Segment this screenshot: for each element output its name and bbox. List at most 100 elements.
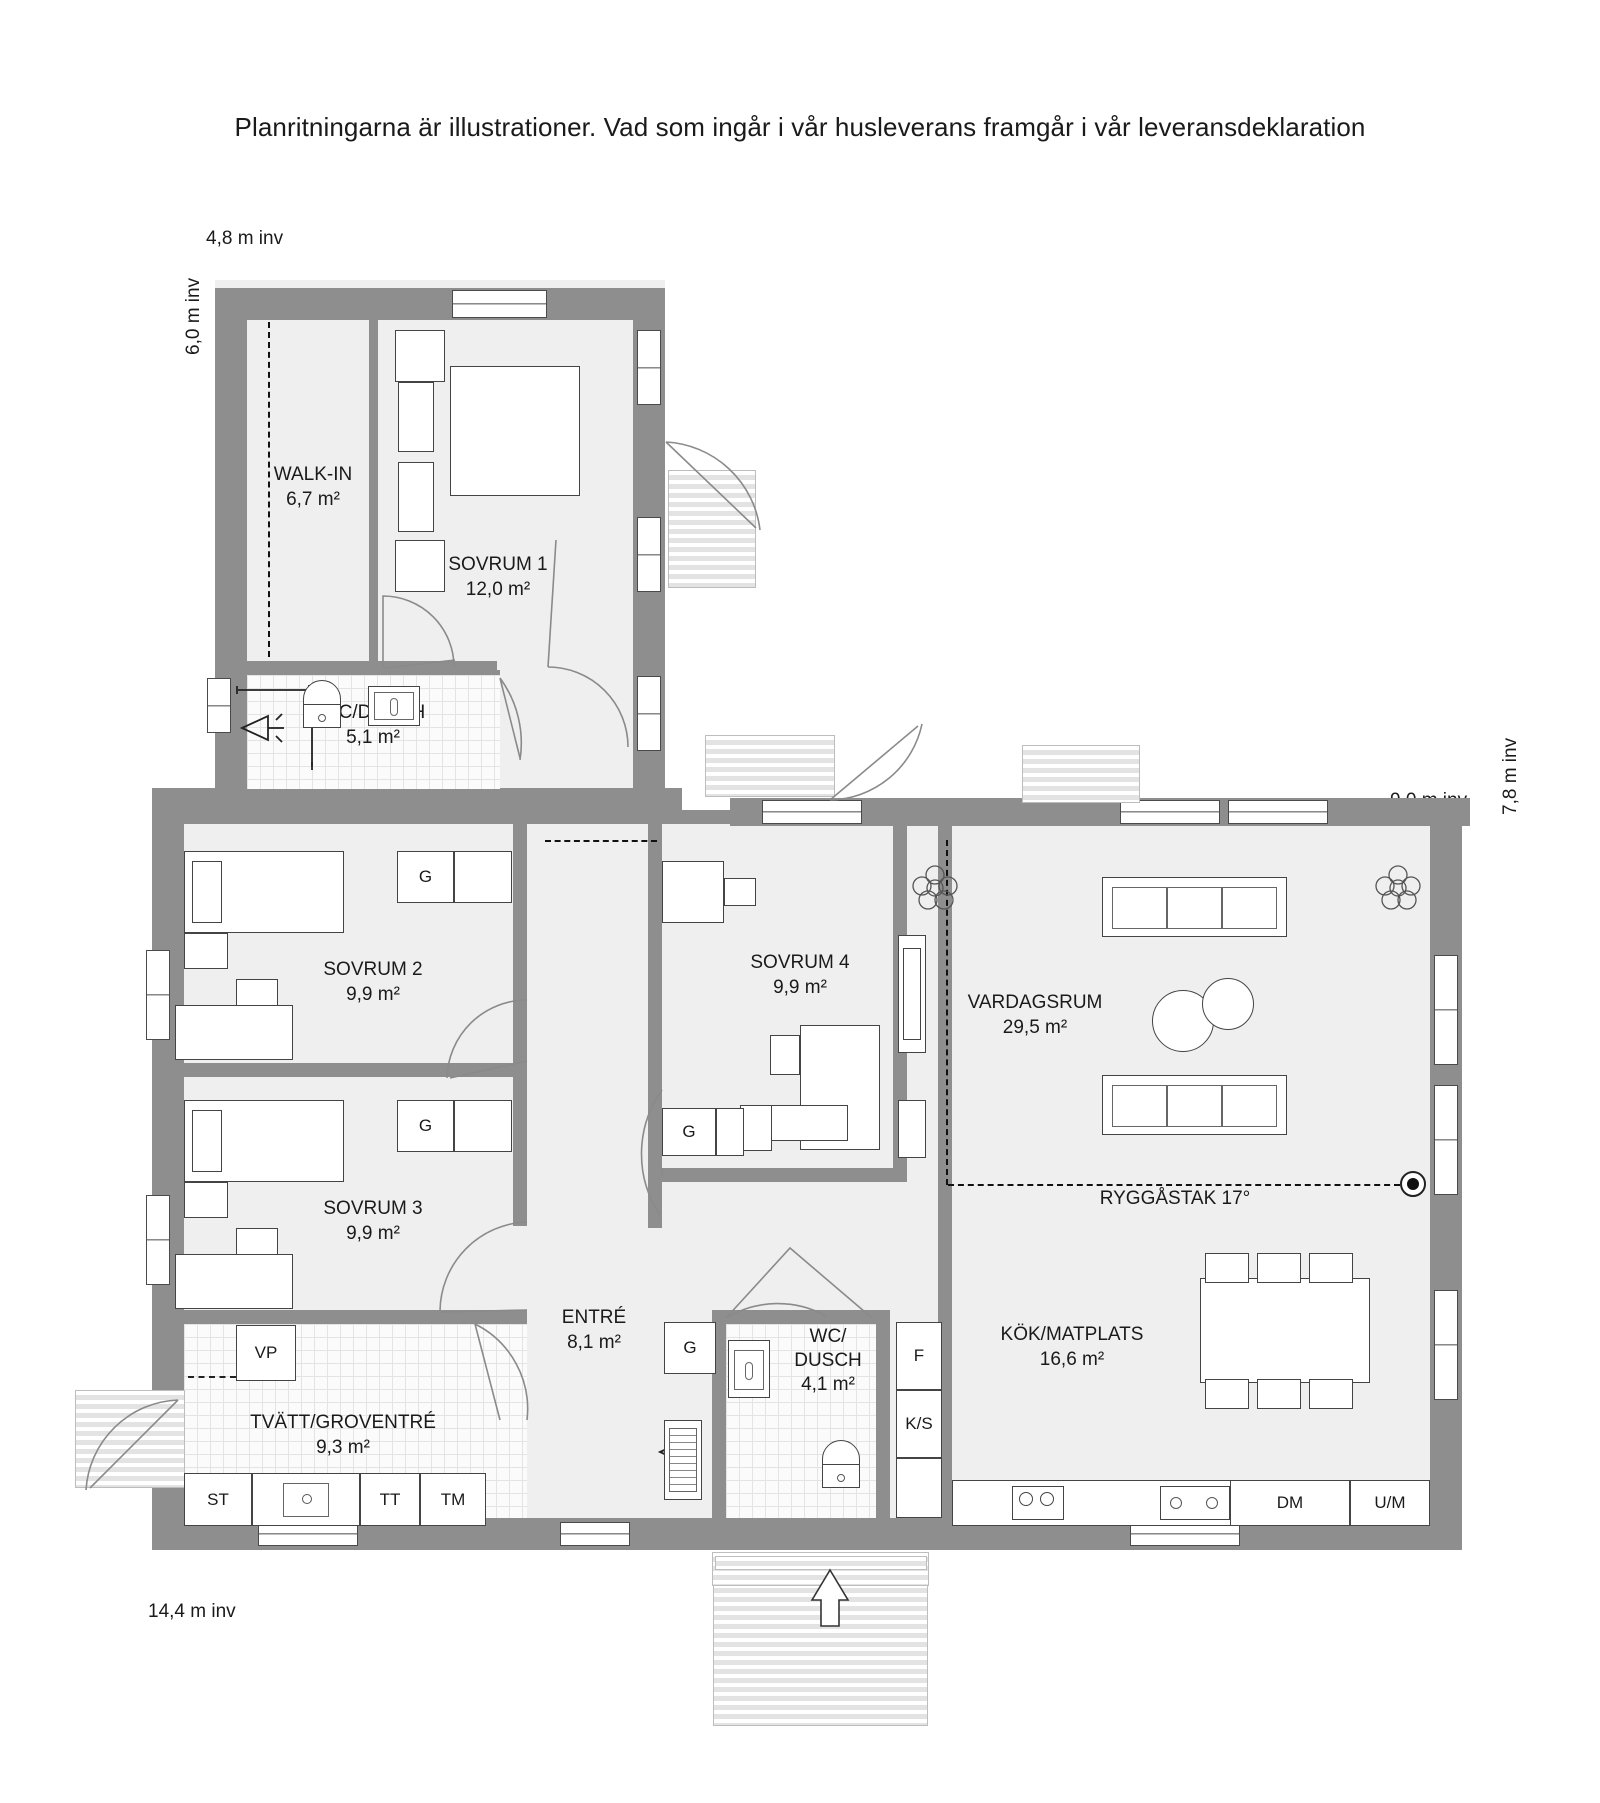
sofa-cushion-top-2 xyxy=(1167,887,1222,929)
room-label-walk-in: WALK-IN 6,7 m² xyxy=(274,462,352,512)
pillow-sovrum1-1 xyxy=(398,382,434,452)
window-sovrum1-east-lower xyxy=(637,517,661,592)
window-sovrum4-north xyxy=(762,800,862,824)
sofa-cushion-bot-3 xyxy=(1222,1085,1277,1127)
window-wc1-west xyxy=(207,678,231,733)
room-area-kok: 16,6 m² xyxy=(1039,1349,1105,1370)
step-entrance-2 xyxy=(715,1556,927,1570)
wardrobe-g-sovrum4-ext xyxy=(716,1108,744,1156)
room-name-entre: ENTRÉ xyxy=(561,1307,627,1328)
heat-pump-label: VP xyxy=(236,1325,296,1381)
wall-wc2-top xyxy=(712,1310,890,1324)
sofa-cushion-top-3 xyxy=(1222,887,1277,929)
room-area-sovrum3: 9,9 m² xyxy=(346,1223,400,1244)
room-label-kok: KÖK/MATPLATS 16,6 m² xyxy=(1001,1322,1144,1372)
room-area-walk-in: 6,7 m² xyxy=(286,489,340,510)
window-sovrum1-east-upper xyxy=(637,330,661,405)
pillow-sovrum1-2 xyxy=(398,462,434,532)
wall-sovrum4-bottom xyxy=(648,1168,907,1182)
bed-foot-sovrum4 xyxy=(770,1105,848,1141)
room-name-kok: KÖK/MATPLATS xyxy=(1000,1324,1144,1345)
dimension-left-upper-height: 6,0 m inv xyxy=(183,277,204,355)
toilet-flush-wc1 xyxy=(318,714,326,722)
stove-burner-1 xyxy=(1019,1492,1033,1506)
pillow-sovrum2 xyxy=(192,861,222,923)
ridge-line-entre xyxy=(545,840,657,842)
nightstand-sovrum1-bottom xyxy=(395,540,445,592)
room-area-tvatt: 9,3 m² xyxy=(316,1437,370,1458)
wall-upper-top xyxy=(215,288,665,320)
room-name-sovrum2: SOVRUM 2 xyxy=(323,959,423,980)
ridge-line-vertical xyxy=(946,840,948,1185)
desk-sovrum2 xyxy=(175,1005,293,1060)
page-title: Planritningarna är illustrationer. Vad s… xyxy=(234,112,1366,142)
pillow-sovrum4 xyxy=(770,1035,800,1075)
deck-north-living-2 xyxy=(1022,745,1140,803)
wardrobe-g-sovrum2: G xyxy=(397,851,454,903)
room-label-sovrum4: SOVRUM 4 9,9 m² xyxy=(750,950,849,1000)
lamp-sovrum4 xyxy=(724,878,756,906)
wall-wc2-east xyxy=(876,1310,890,1518)
radiator-entre xyxy=(669,1428,697,1492)
dining-table xyxy=(1200,1278,1370,1383)
room-name-vardagsrum: VARDAGSRUM xyxy=(967,992,1103,1013)
stove-burner-2 xyxy=(1040,1492,1054,1506)
room-area-sovrum1: 12,0 m² xyxy=(465,579,531,600)
wall-sovrum3-tvatt-divider xyxy=(152,1310,527,1324)
room-label-sovrum2: SOVRUM 2 9,9 m² xyxy=(323,957,422,1007)
nightstand-sovrum3 xyxy=(184,1182,228,1218)
window-sovrum2-west xyxy=(146,950,170,1040)
pantry-cabinet xyxy=(896,1458,942,1518)
deck-north-living xyxy=(705,735,835,797)
faucet-wc2 xyxy=(745,1362,753,1380)
room-name-tvatt: TVÄTT/GROVENTRÉ xyxy=(250,1412,436,1433)
wardrobe-g-sovrum4: G xyxy=(662,1108,716,1156)
oven-microwave-label: U/M xyxy=(1350,1480,1430,1526)
roof-ridge-label: RYGGÅSTAK 17° xyxy=(1099,1188,1251,1209)
utility-sink-drain xyxy=(302,1494,312,1504)
dishwasher-label: DM xyxy=(1230,1480,1350,1526)
room-label-wc-dusch-2: WC/ DUSCH 4,1 m² xyxy=(794,1325,862,1397)
sofa-cushion-bot-1 xyxy=(1112,1085,1167,1127)
wardrobe-g-entre: G xyxy=(664,1322,716,1374)
deck-west-tvatt xyxy=(75,1390,185,1488)
dining-chair-top-3 xyxy=(1309,1253,1353,1283)
window-living-east-2 xyxy=(1434,1085,1458,1195)
window-living-north-2 xyxy=(1228,800,1328,824)
room-name-walk-in: WALK-IN xyxy=(273,464,353,485)
room-label-sovrum1: SOVRUM 1 12,0 m² xyxy=(448,552,547,602)
dryer-tt-label: TT xyxy=(360,1473,420,1526)
room-area-vardagsrum: 29,5 m² xyxy=(1002,1017,1068,1038)
room-label-sovrum3: SOVRUM 3 9,9 m² xyxy=(323,1196,422,1246)
pillow-sovrum3 xyxy=(192,1110,222,1172)
sofa-cushion-top-1 xyxy=(1112,887,1167,929)
window-sovrum3-west xyxy=(146,1195,170,1285)
nightstand-sovrum4-bottom xyxy=(740,1105,772,1151)
bed-sovrum1 xyxy=(450,366,580,496)
room-name-sovrum1: SOVRUM 1 xyxy=(448,554,548,575)
window-kitchen-east xyxy=(1434,1290,1458,1400)
room-name-sovrum3: SOVRUM 3 xyxy=(323,1198,423,1219)
shelf-sovrum4-east-2 xyxy=(898,1100,926,1158)
faucet-wc1 xyxy=(390,698,398,716)
wardrobe-g-sovrum3-ext xyxy=(454,1100,512,1152)
sink-drain-2 xyxy=(1206,1497,1218,1509)
dining-chair-top-2 xyxy=(1257,1253,1301,1283)
sink-drain-1 xyxy=(1170,1497,1182,1509)
room-label-vardagsrum: VARDAGSRUM 29,5 m² xyxy=(968,990,1103,1040)
wardrobe-g-sovrum2-ext xyxy=(454,851,512,903)
wall-above-wc1 xyxy=(215,661,497,675)
window-living-east-1 xyxy=(1434,955,1458,1065)
sofa-cushion-bot-2 xyxy=(1167,1085,1222,1127)
cabinet-st-label: ST xyxy=(184,1473,252,1526)
coffee-table-round-2 xyxy=(1202,978,1254,1030)
utility-sink-basin xyxy=(283,1483,329,1517)
window-kitchen-south xyxy=(1130,1522,1240,1546)
room-label-entre: ENTRÉ 8,1 m² xyxy=(562,1305,626,1355)
washer-tm-label: TM xyxy=(420,1473,486,1526)
dimension-right-height: 7,8 m inv xyxy=(1500,737,1521,815)
chair-sovrum3 xyxy=(236,1228,278,1256)
desk-sovrum3 xyxy=(175,1254,293,1309)
room-area-wc-dusch-1: 5,1 m² xyxy=(346,727,400,748)
room-area-wc-dusch-2: 4,1 m² xyxy=(801,1374,855,1395)
